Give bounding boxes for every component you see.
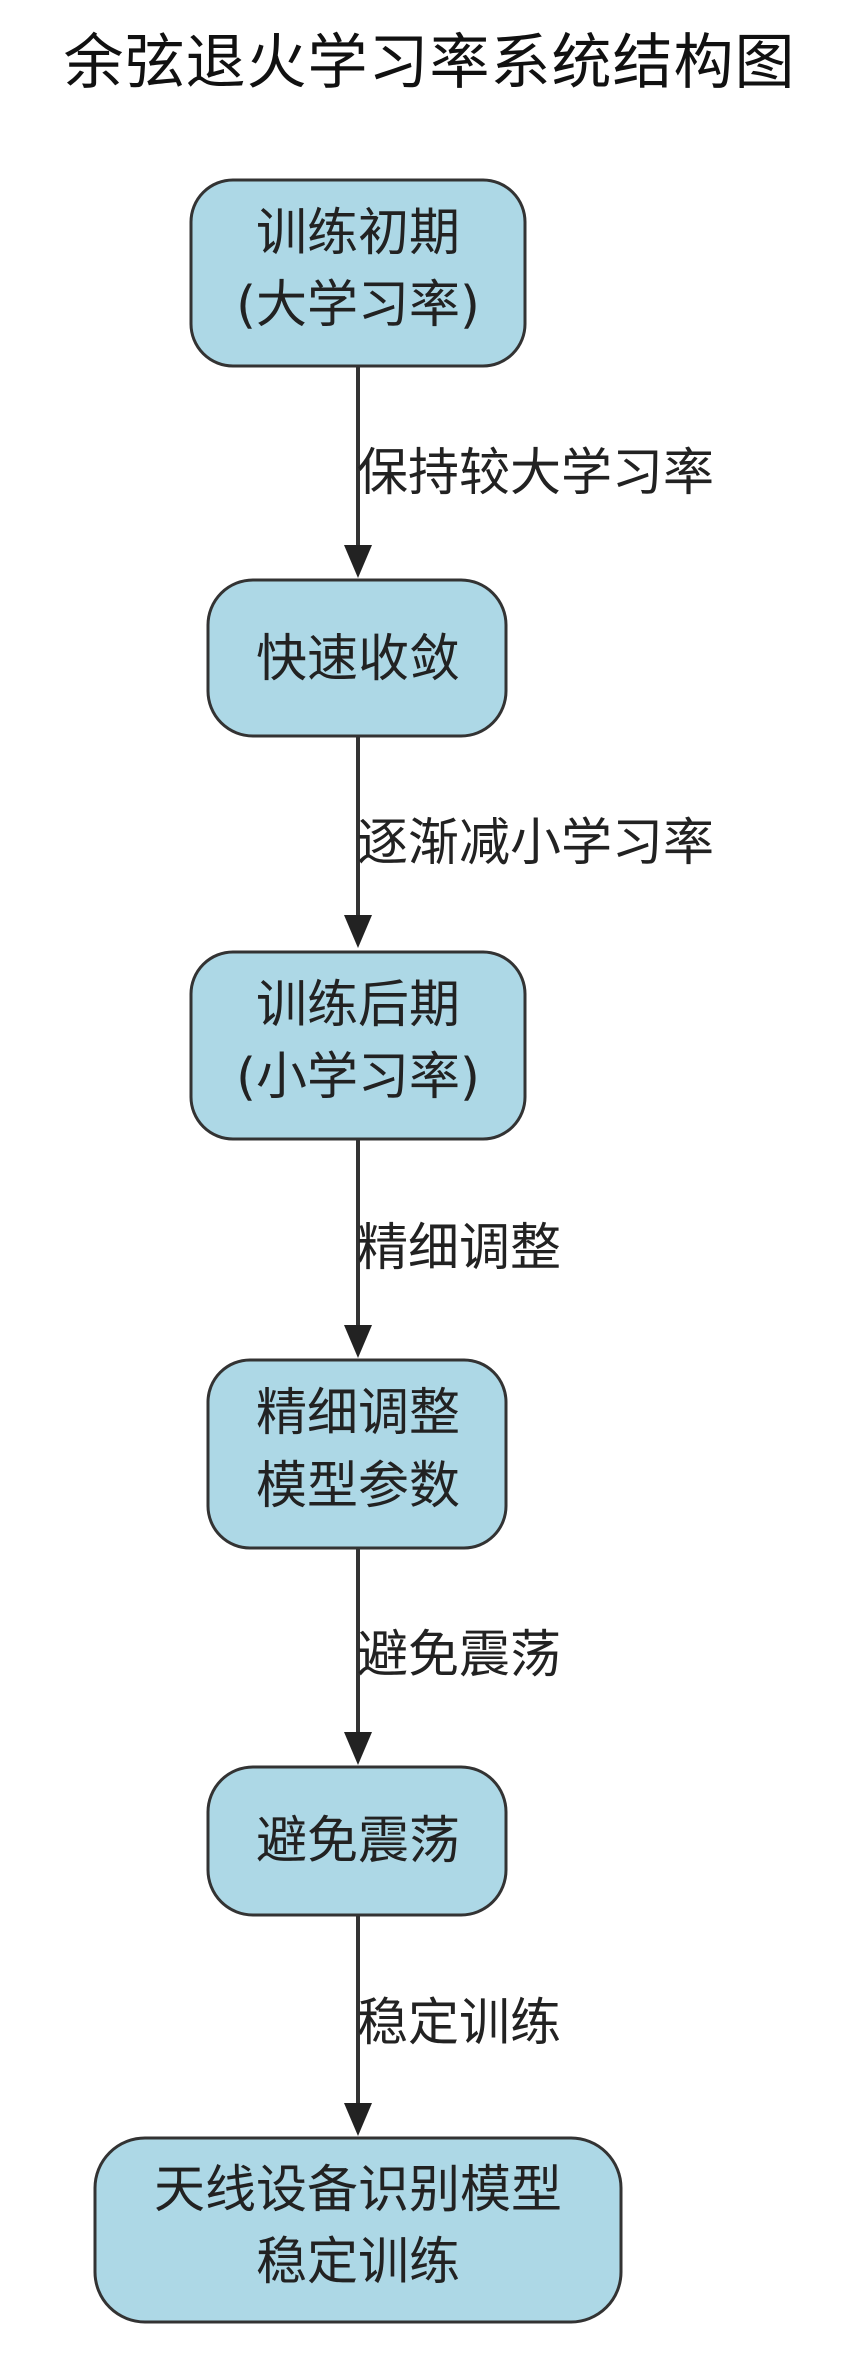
node-fast-convergence-box [206, 578, 508, 738]
node-late-training-box [189, 950, 527, 1141]
node-early-training-line-1: 训练初期 [256, 204, 460, 263]
node-stable-training: 天线设备识别模型 稳定训练 [93, 2136, 623, 2324]
edge-2: 逐渐减小学习率 [344, 736, 714, 948]
node-stable-training-line-2: 稳定训练 [256, 2233, 460, 2292]
edges-layer: 保持较大学习率 逐渐减小学习率 精细调整 避免震荡 稳定训练 [344, 366, 714, 2136]
node-fast-convergence-line-1: 快速收敛 [256, 630, 460, 689]
edge-1-label: 保持较大学习率 [357, 444, 714, 503]
node-avoid-oscillation-line-1: 避免震荡 [256, 1812, 460, 1871]
edge-1-arrowhead [344, 545, 372, 578]
node-avoid-oscillation-box [206, 1765, 508, 1917]
node-early-training-line-2: (大学习率) [236, 276, 480, 335]
edge-2-label: 逐渐减小学习率 [357, 814, 714, 873]
node-fine-tune-line-1: 精细调整 [256, 1384, 460, 1443]
edge-4: 避免震荡 [344, 1548, 561, 1765]
edge-4-arrowhead [344, 1732, 372, 1765]
edge-4-label: 避免震荡 [357, 1626, 561, 1685]
nodes-layer: 训练初期 (大学习率) 快速收敛 训练后期 (小学习率) 精细调整 模型参数 避… [93, 178, 623, 2324]
node-stable-training-box [93, 2136, 623, 2324]
edge-5: 稳定训练 [344, 1915, 561, 2136]
edge-2-arrowhead [344, 915, 372, 948]
edge-3-arrowhead [344, 1325, 372, 1358]
edge-3-label: 精细调整 [357, 1219, 561, 1278]
node-early-training: 训练初期 (大学习率) [189, 178, 527, 368]
edge-5-arrowhead [344, 2103, 372, 2136]
node-late-training: 训练后期 (小学习率) [189, 950, 527, 1141]
node-early-training-box [189, 178, 527, 368]
node-late-training-line-2: (小学习率) [236, 1048, 480, 1107]
node-fine-tune-line-2: 模型参数 [256, 1457, 460, 1516]
node-late-training-line-1: 训练后期 [256, 976, 460, 1035]
edge-1: 保持较大学习率 [344, 366, 714, 578]
node-fast-convergence: 快速收敛 [206, 578, 508, 738]
node-fine-tune: 精细调整 模型参数 [206, 1358, 508, 1550]
node-stable-training-line-1: 天线设备识别模型 [154, 2161, 562, 2220]
edge-5-label: 稳定训练 [357, 1994, 561, 2053]
diagram-title: 余弦退火学习率系统结构图 [63, 28, 796, 98]
node-avoid-oscillation: 避免震荡 [206, 1765, 508, 1917]
edge-3: 精细调整 [344, 1139, 561, 1358]
node-fine-tune-box [206, 1358, 508, 1550]
